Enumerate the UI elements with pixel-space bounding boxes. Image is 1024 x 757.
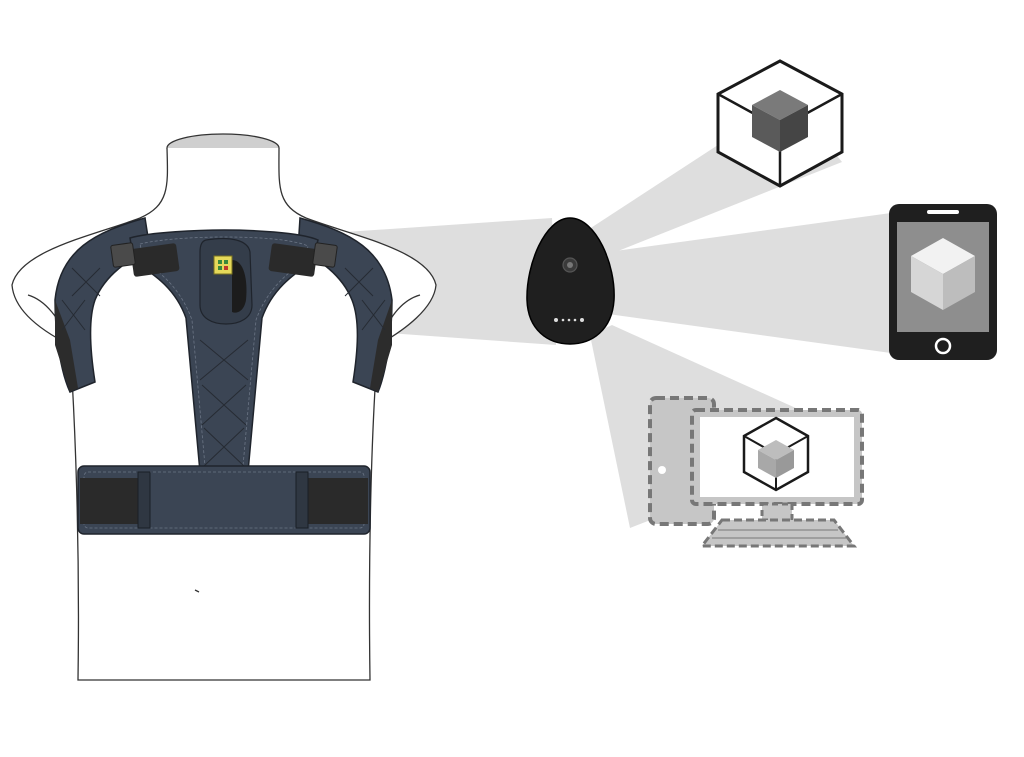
belt-left-velcro <box>80 478 142 524</box>
left-velcro-pad <box>130 243 180 277</box>
sensor-status-light <box>213 255 233 275</box>
posture-brace <box>54 217 393 535</box>
cube-icon <box>752 90 808 152</box>
cube-icon <box>911 238 975 310</box>
hub-body <box>526 217 615 345</box>
wireless-hub <box>526 217 615 345</box>
smartphone-app <box>889 204 997 360</box>
desktop-app <box>648 396 864 548</box>
cloud-app <box>716 59 844 188</box>
cube-outline-icon <box>742 416 810 492</box>
sensor-module <box>232 260 247 313</box>
beam-hub-to-phone <box>608 212 898 354</box>
desktop-stand <box>760 502 794 522</box>
phone-speaker <box>927 210 959 214</box>
desktop-keyboard <box>698 518 858 548</box>
phone-home-button <box>934 337 952 355</box>
right-velcro-pad <box>268 243 318 277</box>
belt-right-velcro <box>306 478 368 524</box>
hub-indicator-dots <box>554 318 584 322</box>
